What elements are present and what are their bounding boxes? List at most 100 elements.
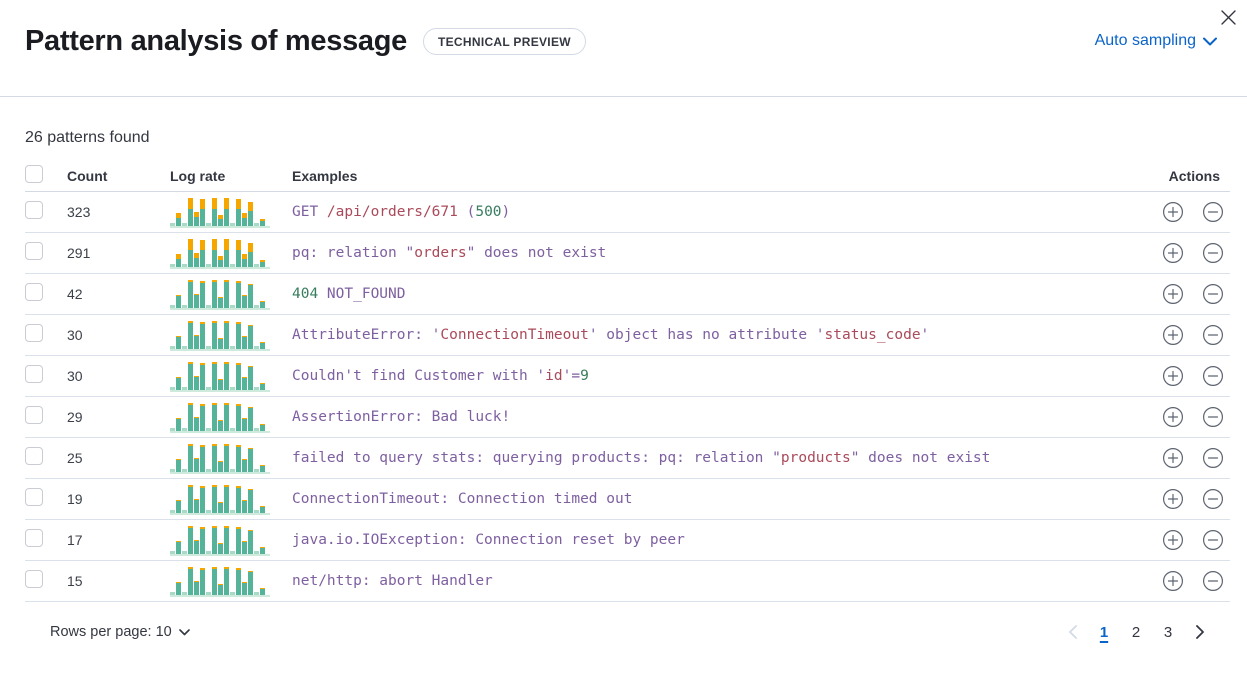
filter-out-pattern-button[interactable] <box>1202 365 1224 387</box>
minus-in-circle-icon <box>1203 407 1223 427</box>
sparkline-bar <box>212 484 217 513</box>
filter-for-pattern-button[interactable] <box>1162 283 1184 305</box>
filter-for-pattern-button[interactable] <box>1162 447 1184 469</box>
rows-per-page-button[interactable]: Rows per page: 10 <box>50 624 190 640</box>
sparkline-bar <box>188 566 193 595</box>
select-all-checkbox[interactable] <box>25 165 43 183</box>
row-checkbox[interactable] <box>25 364 43 383</box>
filter-out-pattern-button[interactable] <box>1202 488 1224 510</box>
sparkline-bar <box>242 212 247 226</box>
sparkline-bar <box>260 587 265 595</box>
sparkline-bar <box>188 320 193 349</box>
filter-for-pattern-button[interactable] <box>1162 570 1184 592</box>
sparkline-bar <box>218 255 223 267</box>
sparkline-bar <box>230 304 235 308</box>
sparkline-bar <box>260 341 265 349</box>
next-page-button[interactable] <box>1187 619 1213 645</box>
example-token: pq: relation " <box>292 245 415 261</box>
log-rate-sparkline <box>170 484 270 515</box>
pattern-example: failed to query stats: querying products… <box>292 450 1110 466</box>
sparkline-bar <box>176 499 181 513</box>
sparkline-bar <box>230 386 235 390</box>
plus-in-circle-icon <box>1163 284 1183 304</box>
filter-for-pattern-button[interactable] <box>1162 201 1184 223</box>
sparkline-bar <box>260 464 265 472</box>
sparkline-bar <box>206 427 211 431</box>
examples-column-header: Examples <box>292 167 358 184</box>
pattern-count: 30 <box>67 327 83 343</box>
sampling-menu-button[interactable]: Auto sampling <box>1095 32 1217 50</box>
example-token: 500 <box>475 204 502 220</box>
filter-out-pattern-button[interactable] <box>1202 570 1224 592</box>
sparkline-bar <box>218 378 223 390</box>
row-checkbox[interactable] <box>25 241 43 260</box>
example-token: id <box>545 368 563 384</box>
row-checkbox[interactable] <box>25 323 43 342</box>
filter-out-pattern-button[interactable] <box>1202 324 1224 346</box>
filter-for-pattern-button[interactable] <box>1162 324 1184 346</box>
sparkline-bar <box>206 386 211 390</box>
filter-out-pattern-button[interactable] <box>1202 447 1224 469</box>
pattern-example: GET /api/orders/671 (500) <box>292 204 1110 220</box>
pattern-count: 291 <box>67 245 91 261</box>
example-token: net/http: abort Handler <box>292 573 493 589</box>
filter-for-pattern-button[interactable] <box>1162 365 1184 387</box>
row-checkbox[interactable] <box>25 487 43 506</box>
row-actions <box>1110 570 1230 592</box>
sparkline-bar <box>212 197 217 226</box>
close-button[interactable] <box>1215 4 1241 30</box>
row-checkbox[interactable] <box>25 282 43 301</box>
sparkline-bar <box>206 263 211 267</box>
filter-out-pattern-button[interactable] <box>1202 529 1224 551</box>
sparkline-bar <box>242 499 247 513</box>
sparkline-bar <box>200 362 205 390</box>
row-checkbox[interactable] <box>25 569 43 588</box>
filter-for-pattern-button[interactable] <box>1162 242 1184 264</box>
sparkline-bar <box>236 526 241 554</box>
sparkline-bar <box>194 416 199 431</box>
filter-out-pattern-button[interactable] <box>1202 201 1224 223</box>
sparkline-bar <box>182 427 187 431</box>
close-icon <box>1220 9 1236 25</box>
minus-in-circle-icon <box>1203 366 1223 386</box>
sparkline-bar <box>224 238 229 267</box>
filter-out-pattern-button[interactable] <box>1202 242 1224 264</box>
sparkline-bar <box>188 197 193 226</box>
filter-for-pattern-button[interactable] <box>1162 529 1184 551</box>
sparkline-bar <box>212 566 217 595</box>
log-rate-sparkline <box>170 443 270 474</box>
row-checkbox[interactable] <box>25 200 43 219</box>
filter-out-pattern-button[interactable] <box>1202 283 1224 305</box>
filter-for-pattern-button[interactable] <box>1162 406 1184 428</box>
sparkline-bar <box>230 263 235 267</box>
sparkline-bar <box>206 509 211 513</box>
sparkline-bar <box>188 279 193 308</box>
page-number-button[interactable]: 1 <box>1091 619 1117 645</box>
row-checkbox[interactable] <box>25 528 43 547</box>
example-token: Couldn't find Customer with ' <box>292 368 546 384</box>
filter-for-pattern-button[interactable] <box>1162 488 1184 510</box>
row-actions <box>1110 406 1230 428</box>
sparkline-bar <box>170 509 175 513</box>
page-number-button[interactable]: 3 <box>1155 619 1181 645</box>
row-checkbox[interactable] <box>25 446 43 465</box>
example-token: java.io.IOException: Connection reset by… <box>292 532 685 548</box>
page-number-button[interactable]: 2 <box>1123 619 1149 645</box>
log-rate-sparkline <box>170 402 270 433</box>
sparkline-bar <box>176 335 181 349</box>
previous-page-button[interactable] <box>1059 619 1085 645</box>
filter-out-pattern-button[interactable] <box>1202 406 1224 428</box>
sparkline-bar <box>260 218 265 226</box>
row-actions <box>1110 201 1230 223</box>
row-actions <box>1110 488 1230 510</box>
sparkline-bar <box>200 239 205 267</box>
sparkline-bar <box>248 529 253 554</box>
row-checkbox[interactable] <box>25 405 43 424</box>
minus-in-circle-icon <box>1203 202 1223 222</box>
sparkline-bar <box>236 321 241 349</box>
sparkline-bar <box>212 361 217 390</box>
